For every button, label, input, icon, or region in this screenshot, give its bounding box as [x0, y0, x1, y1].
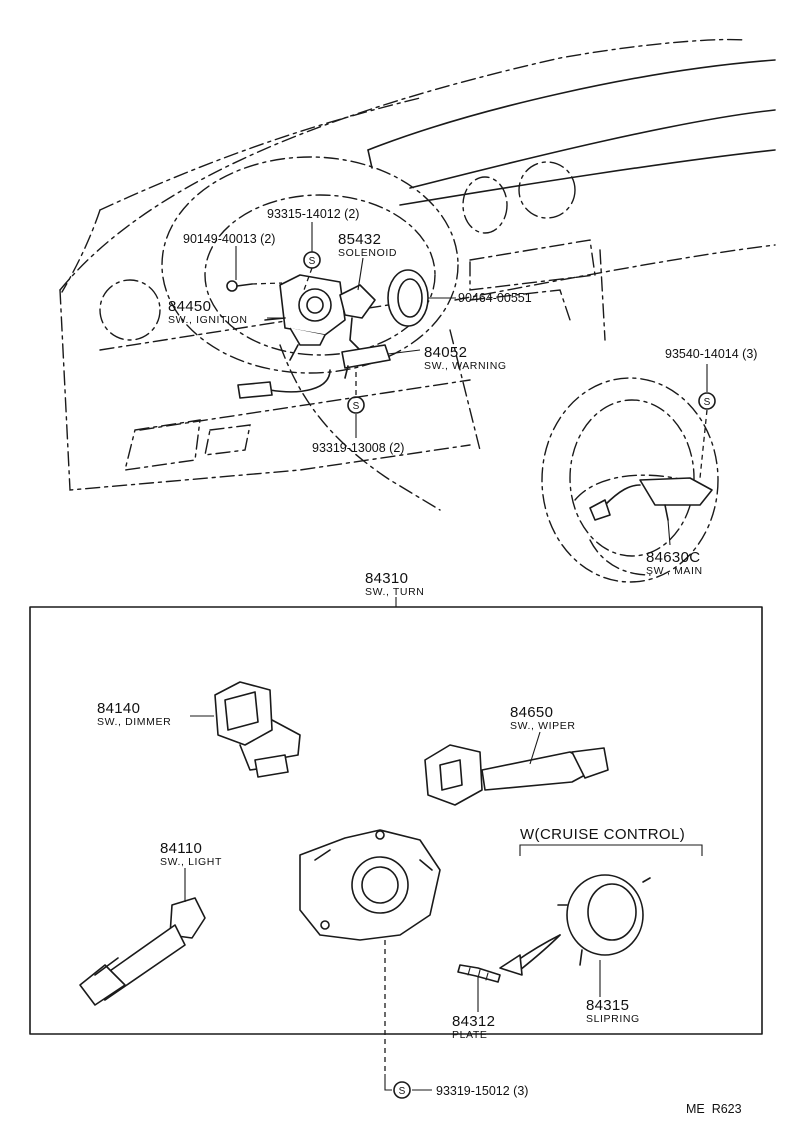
label-84110-name: SW., LIGHT — [160, 856, 222, 868]
screw-symbol-text: S — [309, 256, 316, 267]
label-84140-number: 84140 — [97, 700, 140, 717]
label-84650-number: 84650 — [510, 704, 553, 721]
label-84310-number: 84310 — [365, 570, 408, 587]
label-84315-number: 84315 — [586, 997, 629, 1014]
screw-symbol-text: S — [353, 401, 360, 412]
label-85432-number: 85432 — [338, 231, 381, 248]
screw-symbol-93319a: S — [347, 396, 365, 414]
part-labels: 93315-14012 (2) 90149-40013 (2) 85432 SO… — [97, 207, 757, 1116]
label-84630-number: 84630C — [646, 549, 700, 566]
screw-symbol-93315: S — [303, 251, 321, 269]
label-90149: 90149-40013 (2) — [183, 232, 275, 246]
screw-90149-drawing — [226, 280, 283, 292]
label-84110-number: 84110 — [160, 840, 202, 857]
dimmer-switch-drawing — [214, 681, 301, 778]
dashboard-outline — [59, 38, 776, 491]
cruise-control-heading: W(CRUISE CONTROL) — [520, 826, 685, 843]
label-84650-name: SW., WIPER — [510, 720, 576, 732]
label-84630-name: SW., MAIN — [646, 565, 703, 577]
warning-switch-drawing — [237, 344, 391, 399]
screw-symbol-93540: S — [698, 392, 716, 410]
leader-lines — [184, 222, 708, 1091]
slipring-drawing — [557, 874, 651, 966]
label-84450-name: SW., IGNITION — [168, 314, 248, 326]
figure-code: ME R623 — [686, 1102, 742, 1116]
label-93319-15012: 93319-15012 (3) — [436, 1084, 528, 1098]
label-84052-number: 84052 — [424, 344, 467, 361]
plate-drawing — [457, 964, 501, 983]
screw-symbol-text: S — [704, 397, 711, 408]
label-84312-number: 84312 — [452, 1013, 495, 1030]
label-84052-name: SW., WARNING — [424, 360, 507, 372]
ring-90464-drawing — [387, 269, 429, 327]
label-84450-number: 84450 — [168, 298, 211, 315]
screw-symbol-93319b: S — [393, 1081, 411, 1099]
label-84312-name: PLATE — [452, 1029, 487, 1041]
label-84310-name: SW., TURN — [365, 586, 424, 598]
label-84315-name: SLIPRING — [586, 1013, 640, 1025]
solenoid-drawing — [339, 284, 376, 351]
label-93319-13008: 93319-13008 (2) — [312, 441, 404, 455]
screw-symbol-text: S — [399, 1086, 406, 1097]
label-93315: 93315-14012 (2) — [267, 207, 359, 221]
label-84140-name: SW., DIMMER — [97, 716, 171, 728]
wiper-switch-drawing — [424, 744, 609, 806]
install-arrow — [499, 934, 561, 976]
ignition-switch-drawing — [264, 274, 346, 361]
steering-wheel-upper — [161, 156, 459, 511]
label-93540: 93540-14014 (3) — [665, 347, 757, 361]
steering-wheel-main — [541, 377, 719, 583]
turn-switch-body-drawing — [299, 829, 441, 941]
light-switch-drawing — [79, 897, 206, 1006]
label-85432-name: SOLENOID — [338, 247, 397, 259]
label-90464: 90464-00551 — [458, 291, 532, 305]
